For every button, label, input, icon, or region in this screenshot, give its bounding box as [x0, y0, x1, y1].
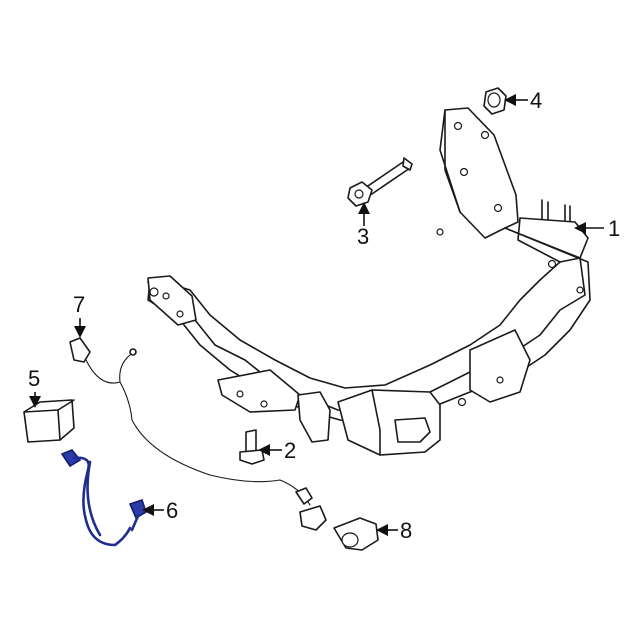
control-module[interactable] [23, 399, 75, 443]
callout-label-8: 8 [400, 518, 412, 543]
hitch-receiver-frame[interactable] [147, 107, 591, 456]
highlighted-harness[interactable] [60, 449, 147, 547]
callout-label-5: 5 [28, 366, 40, 391]
callout-1: 1 [574, 216, 620, 241]
callout-8: 8 [376, 518, 412, 543]
callout-5: 5 [28, 366, 41, 408]
callout-label-7: 7 [73, 292, 85, 317]
callout-6: 6 [142, 498, 178, 523]
callout-label-4: 4 [530, 88, 542, 113]
connector-socket[interactable] [333, 517, 379, 551]
wiring-harness[interactable] [69, 337, 327, 531]
callout-label-3: 3 [357, 224, 369, 249]
callout-2: 2 [258, 438, 296, 463]
callout-4: 4 [504, 88, 542, 113]
callout-label-2: 2 [284, 438, 296, 463]
callout-label-1: 1 [608, 216, 620, 241]
flange-nut[interactable] [483, 87, 507, 115]
callout-label-6: 6 [166, 498, 178, 523]
callout-7: 7 [73, 292, 86, 338]
mounting-bolt[interactable] [347, 157, 413, 207]
short-bolt[interactable] [239, 429, 265, 465]
callout-3: 3 [357, 202, 370, 249]
